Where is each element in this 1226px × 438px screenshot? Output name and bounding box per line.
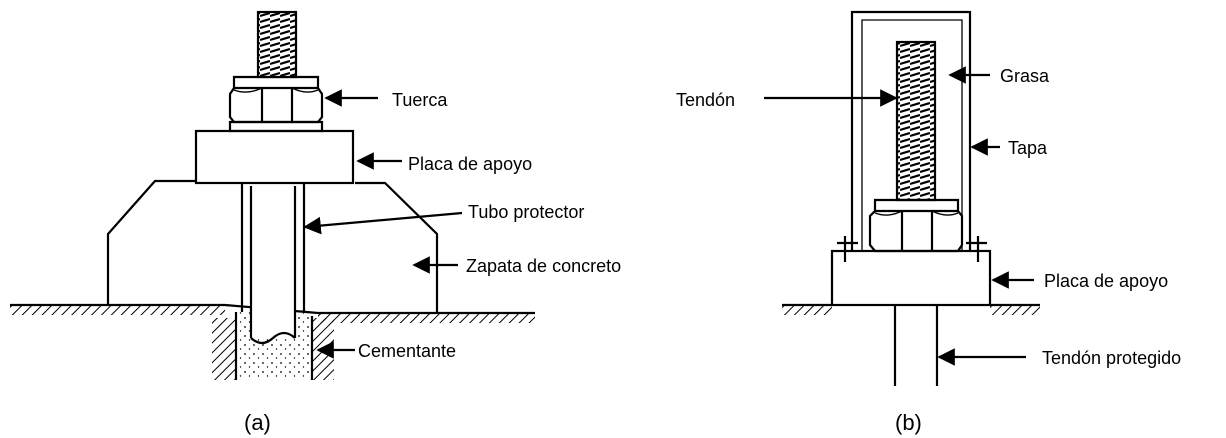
caption-a: (a) [244,410,271,435]
tendon-lower-a [249,186,297,345]
label-concrete-footing: Zapata de concreto [466,256,621,276]
label-tendon: Tendón [676,90,735,110]
label-protected-tendon: Tendón protegido [1042,348,1181,368]
label-protective-tube: Tubo protector [468,202,584,222]
bearing-plate-a [194,129,355,185]
threaded-rod-a [256,10,298,79]
threaded-tendon-b [895,40,937,202]
ground-b [782,303,1040,315]
protective-tube [240,183,306,312]
label-cap: Tapa [1008,138,1048,158]
label-grease: Grasa [1000,66,1050,86]
washer-a [228,120,324,133]
leaders-a [303,89,463,359]
concrete-footing [106,179,439,313]
bearing-plate-b [830,249,992,307]
label-nut: Tuerca [392,90,448,110]
leaders-b [764,66,1034,366]
diagram-a: Tuerca Placa de apoyo Tubo protector Zap… [10,10,621,435]
label-bearing-plate-b: Placa de apoyo [1044,271,1168,291]
protected-tendon [893,305,939,386]
cap [837,10,987,262]
nut-b [868,198,964,253]
diagram-b: Tendón Grasa Tapa Placa de apoyo Tendón … [676,10,1181,435]
label-grout: Cementante [358,341,456,361]
caption-b: (b) [895,410,922,435]
nut-a [228,75,324,124]
label-bearing-plate-a: Placa de apoyo [408,154,532,174]
grout-well [212,312,334,380]
